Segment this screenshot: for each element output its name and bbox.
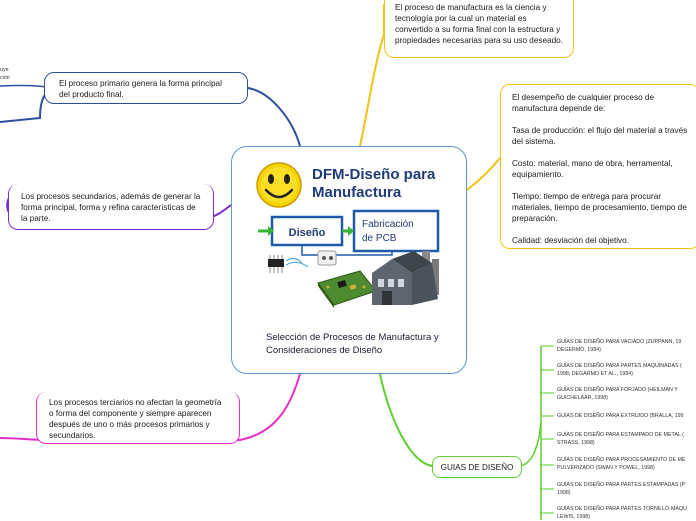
component-icon [317, 250, 337, 266]
guide-ticks [541, 345, 554, 514]
central-topic[interactable]: DFM-Diseño para Manufactura Diseño Fabri… [231, 146, 467, 374]
performance-cost: Costo: material, mano de obra, herrament… [512, 159, 673, 179]
connector-tertiary [0, 373, 301, 441]
guide-item[interactable]: GUÍAS DE DISEÑO PARA PARTES TORNILLO-MÁQ… [557, 506, 687, 520]
guide-item[interactable]: GUÍAS DE DISEÑO PARA FORJADO (HEILMAN Y … [557, 387, 678, 401]
topic-primary-text: El proceso primario genera la forma prin… [59, 79, 222, 99]
fabricacion-box-label-1: Fabricación [362, 219, 414, 230]
topic-definition-text: El proceso de manufactura es la ciencia … [395, 3, 563, 45]
topic-guides[interactable]: GUIAS DE DISEÑO [432, 456, 522, 478]
topic-guides-text: GUIAS DE DISEÑO [440, 463, 514, 472]
performance-time: Tiempo: tiempo de entrega para procurar … [512, 192, 687, 223]
diseno-box-label: Diseño [289, 227, 326, 239]
factory-icon [372, 251, 439, 305]
chip-icon [268, 255, 309, 273]
cut-text-line-1: uye [0, 67, 9, 73]
connector-performance [466, 157, 501, 191]
guide-item[interactable]: GUÍAS DE DISEÑO PARA PARTES ESTAMPADAS (… [557, 482, 686, 496]
guide-item[interactable]: GUÍAS DE DISEÑO PARA VACIADO (ZUPPANN, 1… [557, 339, 682, 353]
topic-performance[interactable]: El desempeño de cualquier proceso de man… [500, 84, 696, 249]
connector-guides [379, 373, 433, 467]
fabricacion-box [352, 209, 440, 253]
central-topic-label: Selección de Procesos de Manufactura y C… [266, 332, 439, 356]
arrow-icon [258, 226, 354, 236]
topic-secondary[interactable]: Los procesos secundarios, además de gene… [8, 184, 214, 230]
topic-tertiary-text: Los procesos terciarios no afectan la ge… [49, 398, 222, 440]
guide-item[interactable]: GUÍAS DE DISEÑO PARA EXTRUIDO (BRALLA, 1… [557, 413, 684, 419]
banner-title-line2: Manufactura [312, 184, 402, 201]
connector-guides-branch [519, 346, 542, 520]
smiley-icon [256, 162, 302, 208]
banner-title-line1: DFM-Diseño para [312, 166, 436, 183]
topic-definition[interactable]: El proceso de manufactura es la ciencia … [384, 0, 574, 58]
performance-rate: Tasa de producción: el flujo del materia… [512, 126, 688, 146]
guide-item[interactable]: GUÍAS DE DISEÑO PARA PARTES MAQUINADAS (… [557, 363, 682, 377]
performance-intro: El desempeño de cualquier proceso de man… [512, 93, 655, 113]
connector-primary [0, 87, 301, 147]
central-banner-image: DFM-Diseño para Manufactura Diseño Fabri… [256, 162, 440, 308]
topic-tertiary[interactable]: Los procesos terciarios no afectan la ge… [36, 392, 240, 444]
guide-item[interactable]: GUÍAS DE DISEÑO PARA PROCESAMIENTO DE ME… [557, 457, 686, 471]
cut-text-line-2: ción [0, 75, 10, 81]
guide-item[interactable]: GUÍAS DE DISEÑO PARA ESTAMPADO DE METAL … [557, 432, 684, 446]
topic-secondary-text: Los procesos secundarios, además de gene… [21, 192, 201, 223]
connector-definition [359, 4, 385, 147]
performance-quality: Calidad: desviación del objetivo. [512, 236, 629, 245]
topic-primary[interactable]: El proceso primario genera la forma prin… [44, 72, 248, 104]
fabricacion-box-label-2: de PCB [362, 233, 397, 244]
pcb-board-icon [317, 270, 377, 308]
